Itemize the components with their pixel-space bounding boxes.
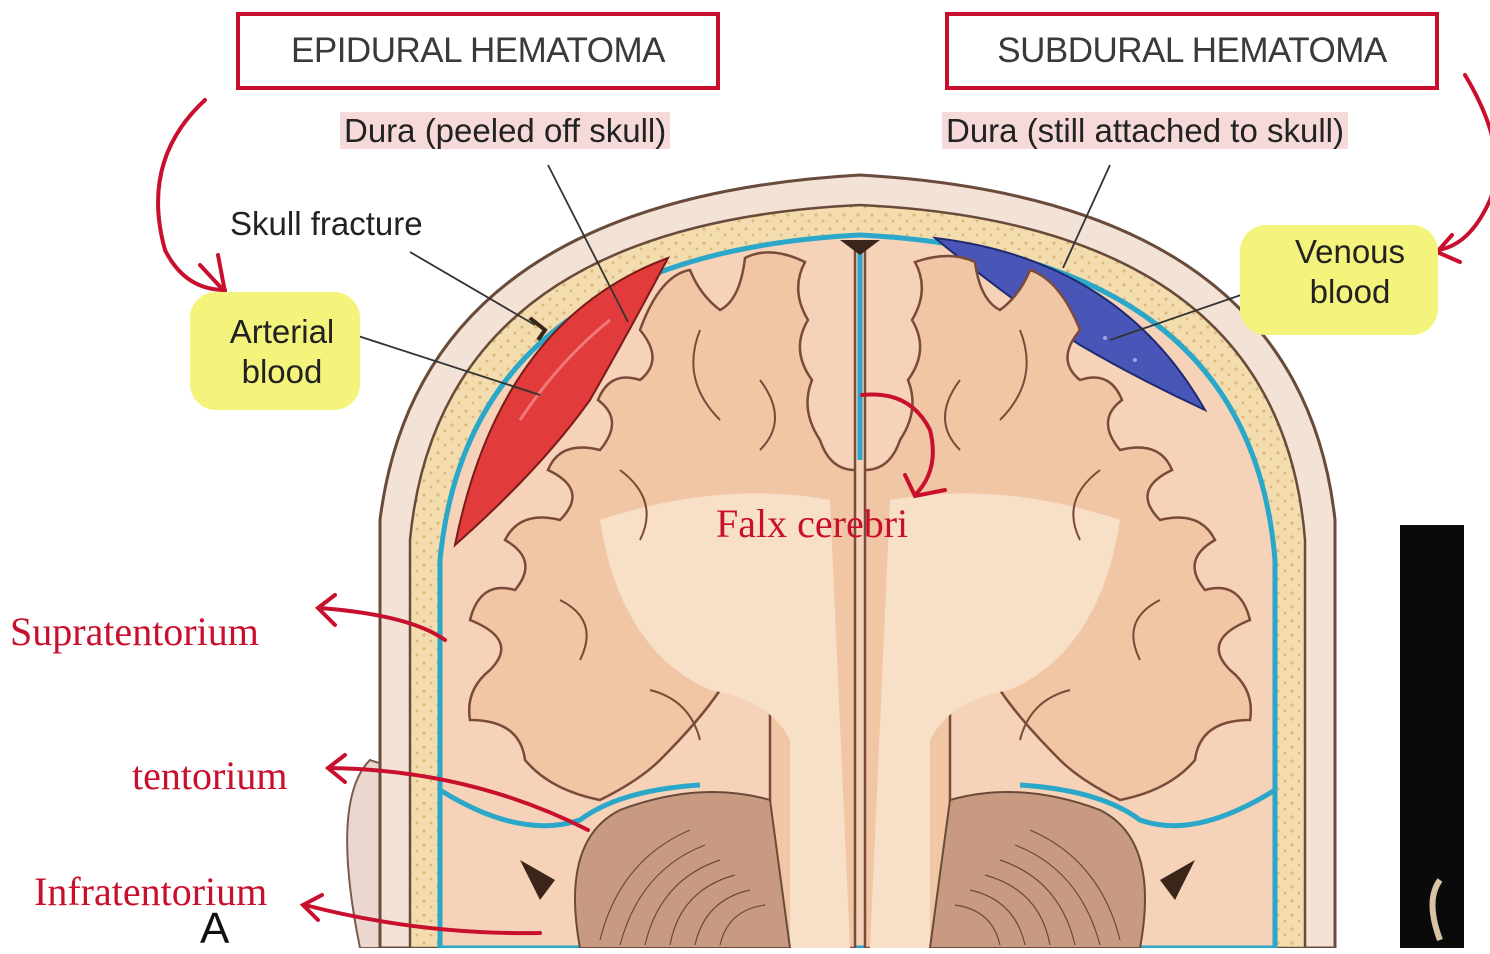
supratentorium-annotation: Supratentorium: [10, 608, 259, 655]
dura-peeled-label: Dura (peeled off skull): [340, 112, 670, 150]
epidural-title-box: EPIDURAL HEMATOMA: [236, 12, 720, 90]
subdural-title-box: SUBDURAL HEMATOMA: [945, 12, 1439, 90]
tentorium-annotation: tentorium: [132, 752, 288, 799]
dura-attached-label: Dura (still attached to skull): [942, 112, 1348, 150]
epidural-title: EPIDURAL HEMATOMA: [291, 31, 665, 71]
photo-strip: [1400, 525, 1464, 948]
arterial-blood-label: Arterial blood: [212, 312, 352, 391]
infratentorium-annotation: Infratentorium: [34, 868, 267, 915]
skull-fracture-label: Skull fracture: [230, 205, 423, 243]
venous-blood-label: Venous blood: [1270, 232, 1430, 311]
panel-letter: A: [200, 904, 229, 954]
falx-cerebri-annotation: Falx cerebri: [716, 500, 908, 547]
subdural-title: SUBDURAL HEMATOMA: [997, 31, 1387, 71]
